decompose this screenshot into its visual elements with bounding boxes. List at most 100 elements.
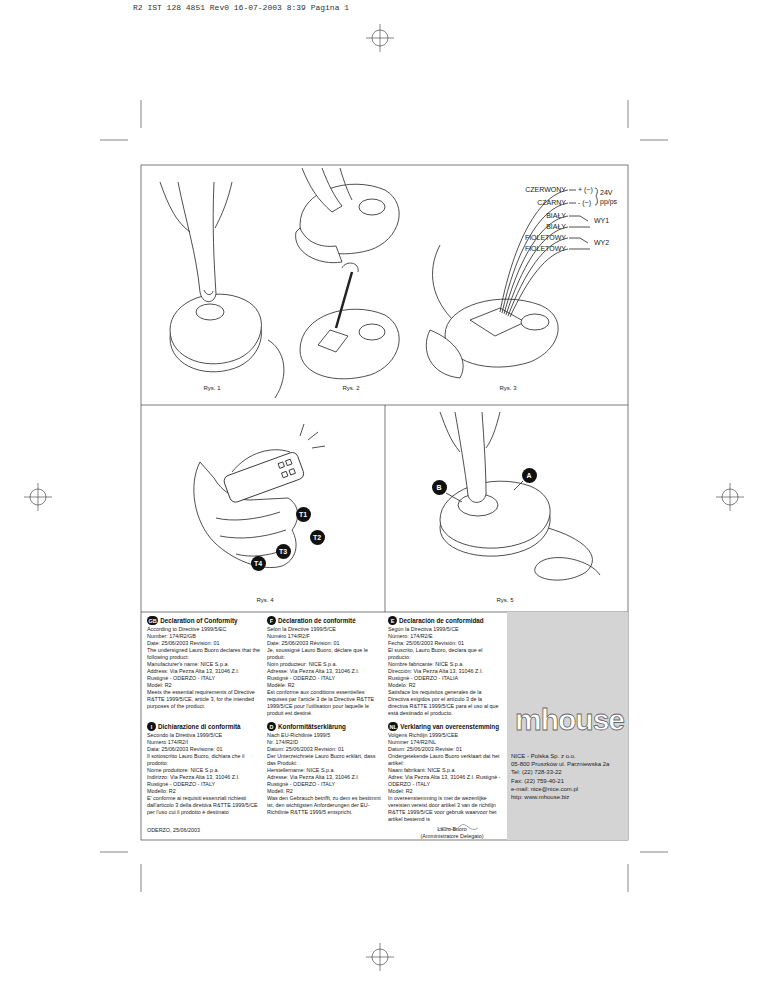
declaration-text: Datum: 25/06/2003 Revision: 01	[267, 746, 381, 753]
address-line: 05-800 Pruszków ul. Parzniewska 2a	[511, 760, 626, 768]
remote-button	[286, 459, 292, 465]
wire-color: CZERWONY	[525, 186, 566, 194]
callout-circle: T4	[251, 556, 266, 571]
declaration-text: Est conforme aux conditions essentielles…	[267, 689, 381, 717]
language-badge: D	[267, 722, 276, 731]
frame-border	[141, 165, 628, 840]
declaration-text: Volgens Richtlijn 1999/5/CEE	[388, 732, 502, 739]
language-badge: E	[388, 616, 397, 625]
remote-body	[222, 451, 305, 504]
declaration-text: Model: R2	[388, 788, 502, 795]
language-heading: FDéclaration de conformité	[267, 616, 381, 625]
declaration-text: Date: 25/06/2003 Revision: 01	[147, 640, 261, 647]
declaration-text: Nach EU-Richtlinie 1999/5	[267, 732, 381, 739]
figure-caption: Rys. 1	[203, 385, 220, 392]
declaration-text: Ondergetekende Lauro Buoro verklaart dat…	[388, 753, 502, 767]
declaration-text: El suscrito, Lauro Buoro, declara que el…	[388, 647, 502, 661]
declaration-text: Nr. 174/R2/D	[267, 739, 381, 746]
callout-letter: B	[436, 484, 441, 491]
wire	[510, 249, 568, 317]
declaration-title: Declaration of Conformity	[160, 617, 237, 624]
declaration-text: Was den Gebrauch betrifft, zu dem es bes…	[267, 795, 381, 816]
declaration-text: Satisface los requisitos generales de la…	[388, 689, 502, 717]
figure-3	[426, 188, 597, 378]
callout-circle: B	[432, 480, 447, 495]
language-heading: NLVerklaring van overeenstemming	[388, 722, 502, 731]
callout-circle: T3	[276, 544, 291, 559]
finger	[455, 412, 486, 502]
remote-button	[278, 462, 284, 468]
callout-letter: T4	[254, 560, 262, 567]
address-panel: mhouseNICE - Polska Sp. z o.o.05-800 Pru…	[507, 612, 628, 840]
voltage-label: pp/ps	[600, 198, 617, 206]
wire	[504, 216, 568, 314]
declaration-text: E' conforme ai requisiti essenziali rich…	[147, 795, 261, 816]
declaration-text: Address: Via Pezza Alta 13, 31046 Z.I. R…	[147, 668, 261, 682]
declaration-text: Nom producteur: NICE S.p.a.	[267, 661, 381, 668]
declaration-text: Naam fabrikant: NICE S.p.a.	[388, 767, 502, 774]
language-badge: I	[147, 722, 156, 731]
declaration-text: Nome produttore: NICE S.p.a.	[147, 767, 261, 774]
circuit-board	[318, 330, 348, 352]
figure-caption: Rys. 3	[499, 385, 516, 392]
wire	[508, 238, 568, 316]
declaration-text: Number: 174/R2/GB	[147, 633, 261, 640]
callout-letter: T3	[279, 548, 287, 555]
declaration-text: Modèle: R2	[267, 682, 381, 689]
declaration-text: Indirizzo: Via Pezza Alta 13, 31046 Z.I.…	[147, 774, 261, 788]
device-button	[521, 314, 549, 330]
declaration-text: Adresse: Via Pezza Alta 13, 31046 Z.I. R…	[267, 774, 381, 788]
brand-logo: mhouse	[515, 704, 624, 736]
declaration-text: Nombre fabricante: NICE S.p.a.	[388, 661, 502, 668]
device-button	[359, 199, 385, 215]
figure-1	[160, 182, 284, 398]
hand	[302, 168, 352, 212]
device-button	[359, 324, 385, 340]
switch-symbol	[569, 216, 590, 227]
declaration-column: IDichiarazione di conformitàSecondo la D…	[147, 722, 261, 816]
figure-4	[194, 424, 325, 568]
declaration-text: Según la Directiva 1999/5/CE	[388, 626, 502, 633]
declaration-text: Dirección: Via Pezza Alta 13, 31046 Z.I.…	[388, 668, 502, 682]
wire	[502, 203, 568, 313]
declaration-text: According to Directive 1999/5/EC	[147, 626, 261, 633]
declaration-title: Declaración de conformidad	[399, 617, 484, 624]
wires	[500, 190, 568, 317]
frame	[141, 165, 628, 840]
declaration-text: In overeenstemming is met de wezenlijke …	[388, 795, 502, 823]
declaration-text: Datum: 25/06/2003 Revisie: 01	[388, 746, 502, 753]
cable	[268, 340, 284, 398]
declaration-text: Fecha: 25/06/2003 Revisión: 01	[388, 640, 502, 647]
address-line: Tel: (22) 728-33-22	[511, 768, 626, 776]
language-badge: F	[267, 616, 276, 625]
declaration-text: Adresse: Via Pezza Alta 13, 31046 Z.I. R…	[267, 668, 381, 682]
language-heading: EDeclaración de conformidad	[388, 616, 502, 625]
declaration-text: Der Unterzeichnete Lauro Buoro erklärt, …	[267, 753, 381, 767]
declaration-text: Date: 25/06/2003 Révision: 01	[267, 640, 381, 647]
output-label: WY1	[594, 217, 609, 225]
declaration-text: The undersigned Lauro Buoro declares tha…	[147, 647, 261, 661]
wire-color: FIOLETOWY	[525, 245, 566, 253]
declaration-column: DKonformitätserklärungNach EU-Richtlinie…	[267, 722, 381, 816]
address-line: e-mail: nice@nice.com.pl	[511, 785, 626, 793]
address-line: http: www.mhouse.biz	[511, 793, 626, 801]
screwdriver	[336, 272, 352, 328]
remote-button	[281, 471, 287, 477]
declaration-text: Data: 25/06/2003 Revisione: 01	[147, 746, 261, 753]
device-shell	[426, 330, 463, 378]
declaration-text: Selon la Directive 1999/5/CE	[267, 626, 381, 633]
declaration-column: GBDeclaration of ConformityAccording to …	[147, 616, 261, 710]
declaration-title: Dichiarazione di conformità	[158, 723, 241, 730]
declaration-title: Verklaring van overeenstemming	[400, 723, 499, 730]
language-badge: NL	[388, 722, 398, 731]
declaration-column: NLVerklaring van overeenstemmingVolgens …	[388, 722, 502, 823]
device-body	[300, 309, 399, 379]
declaration-text: Numero 174/R2/I	[147, 739, 261, 746]
wire-color: CZARNY	[537, 199, 566, 207]
output-label: WY2	[594, 239, 609, 247]
declaration-text: Adres: Via Pezza Alta 13, 31046 Z.I. Rus…	[388, 774, 502, 788]
terminal-label: + (~)	[578, 186, 593, 194]
hand	[160, 182, 232, 232]
